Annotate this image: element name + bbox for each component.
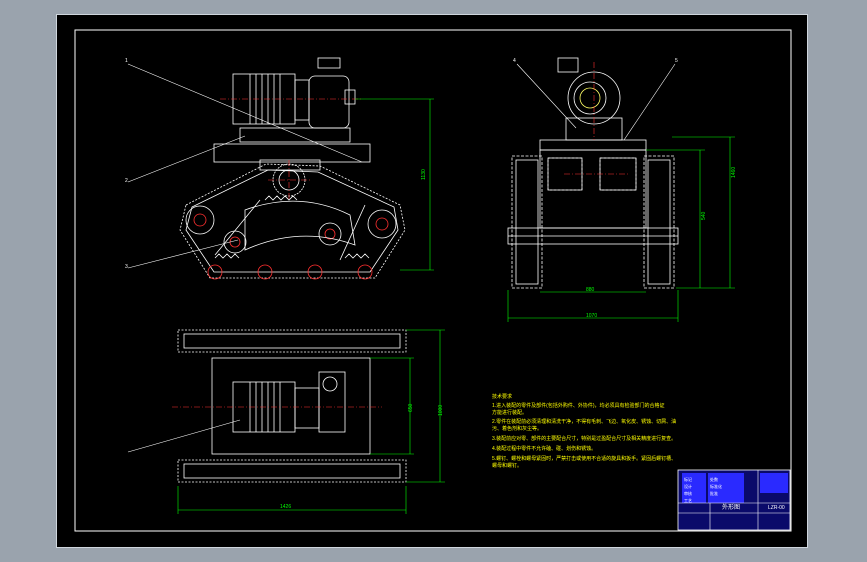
note-line: 5.螺钉、螺栓和螺母紧固时，严禁打击或使用不合适的旋具和扳手。紧固后螺钉槽、 [492, 456, 677, 462]
balloon-2: 2 [125, 178, 128, 184]
tb-drawing-no: LZR-00 [768, 505, 785, 511]
top-view [177, 329, 407, 483]
inner-border [74, 29, 792, 532]
right-track [643, 155, 675, 289]
dim-side-inner: 540 [701, 211, 707, 220]
drawing-sheet [56, 14, 808, 548]
dim-front-height: 1130 [421, 169, 427, 180]
balloon-1: 1 [125, 58, 128, 64]
top-track-upper [177, 329, 407, 353]
title-block [677, 469, 791, 531]
tb-row: 处数 [710, 477, 718, 482]
note-line: 螺母和螺钉。 [492, 463, 523, 469]
tb-row: 设计 [684, 484, 692, 489]
dim-top-length: 1426 [280, 504, 292, 510]
balloon-4: 4 [513, 58, 516, 64]
tb-part-name: 外形图 [722, 505, 741, 511]
tb-row: 标记 [684, 477, 692, 482]
note-line: 4.装配过程中零件不允许磕、碰、划伤和锈蚀。 [492, 446, 597, 452]
balloon-5: 5 [675, 58, 678, 64]
dim-top-width-outer: 1000 [438, 404, 444, 416]
dim-side-width-outer: 1070 [586, 313, 598, 319]
tb-row: 批准 [710, 491, 718, 496]
top-chassis [211, 357, 371, 455]
note-line: 1.进入装配的零件及部件(包括外购件、外协件)，均必须具有检验部门的合格证 [492, 403, 665, 409]
side-view [507, 57, 679, 289]
tb-row: 审核 [684, 491, 692, 496]
notes-title: 技术要求 [492, 394, 513, 400]
pump-volute [567, 71, 621, 125]
balloon-3: 3 [125, 264, 128, 270]
dim-side-width-inner: 880 [586, 287, 595, 293]
note-line: 方能进行装配。 [492, 410, 528, 416]
tb-row: 工艺 [684, 498, 692, 503]
tb-row: 标准化 [710, 484, 722, 489]
left-track [511, 155, 543, 289]
dim-side-height: 1460 [731, 166, 737, 178]
note-line: 污、着色剂和灰尘等。 [492, 426, 543, 432]
mounting-plate [213, 143, 371, 163]
chassis-body [539, 149, 647, 229]
note-line: 2.零件在装配前必须清理和清洗干净，不得有毛刺、飞边、氧化皮、锈蚀、切屑、油 [492, 419, 677, 425]
note-line: 3.装配前应对零、部件的主要配合尺寸，特别是过盈配合尺寸及相关精度进行复查。 [492, 436, 677, 442]
top-track-lower [177, 459, 407, 483]
pump-housing [308, 75, 350, 129]
front-view [179, 57, 406, 280]
dim-top-width-inner: 650 [408, 403, 414, 412]
